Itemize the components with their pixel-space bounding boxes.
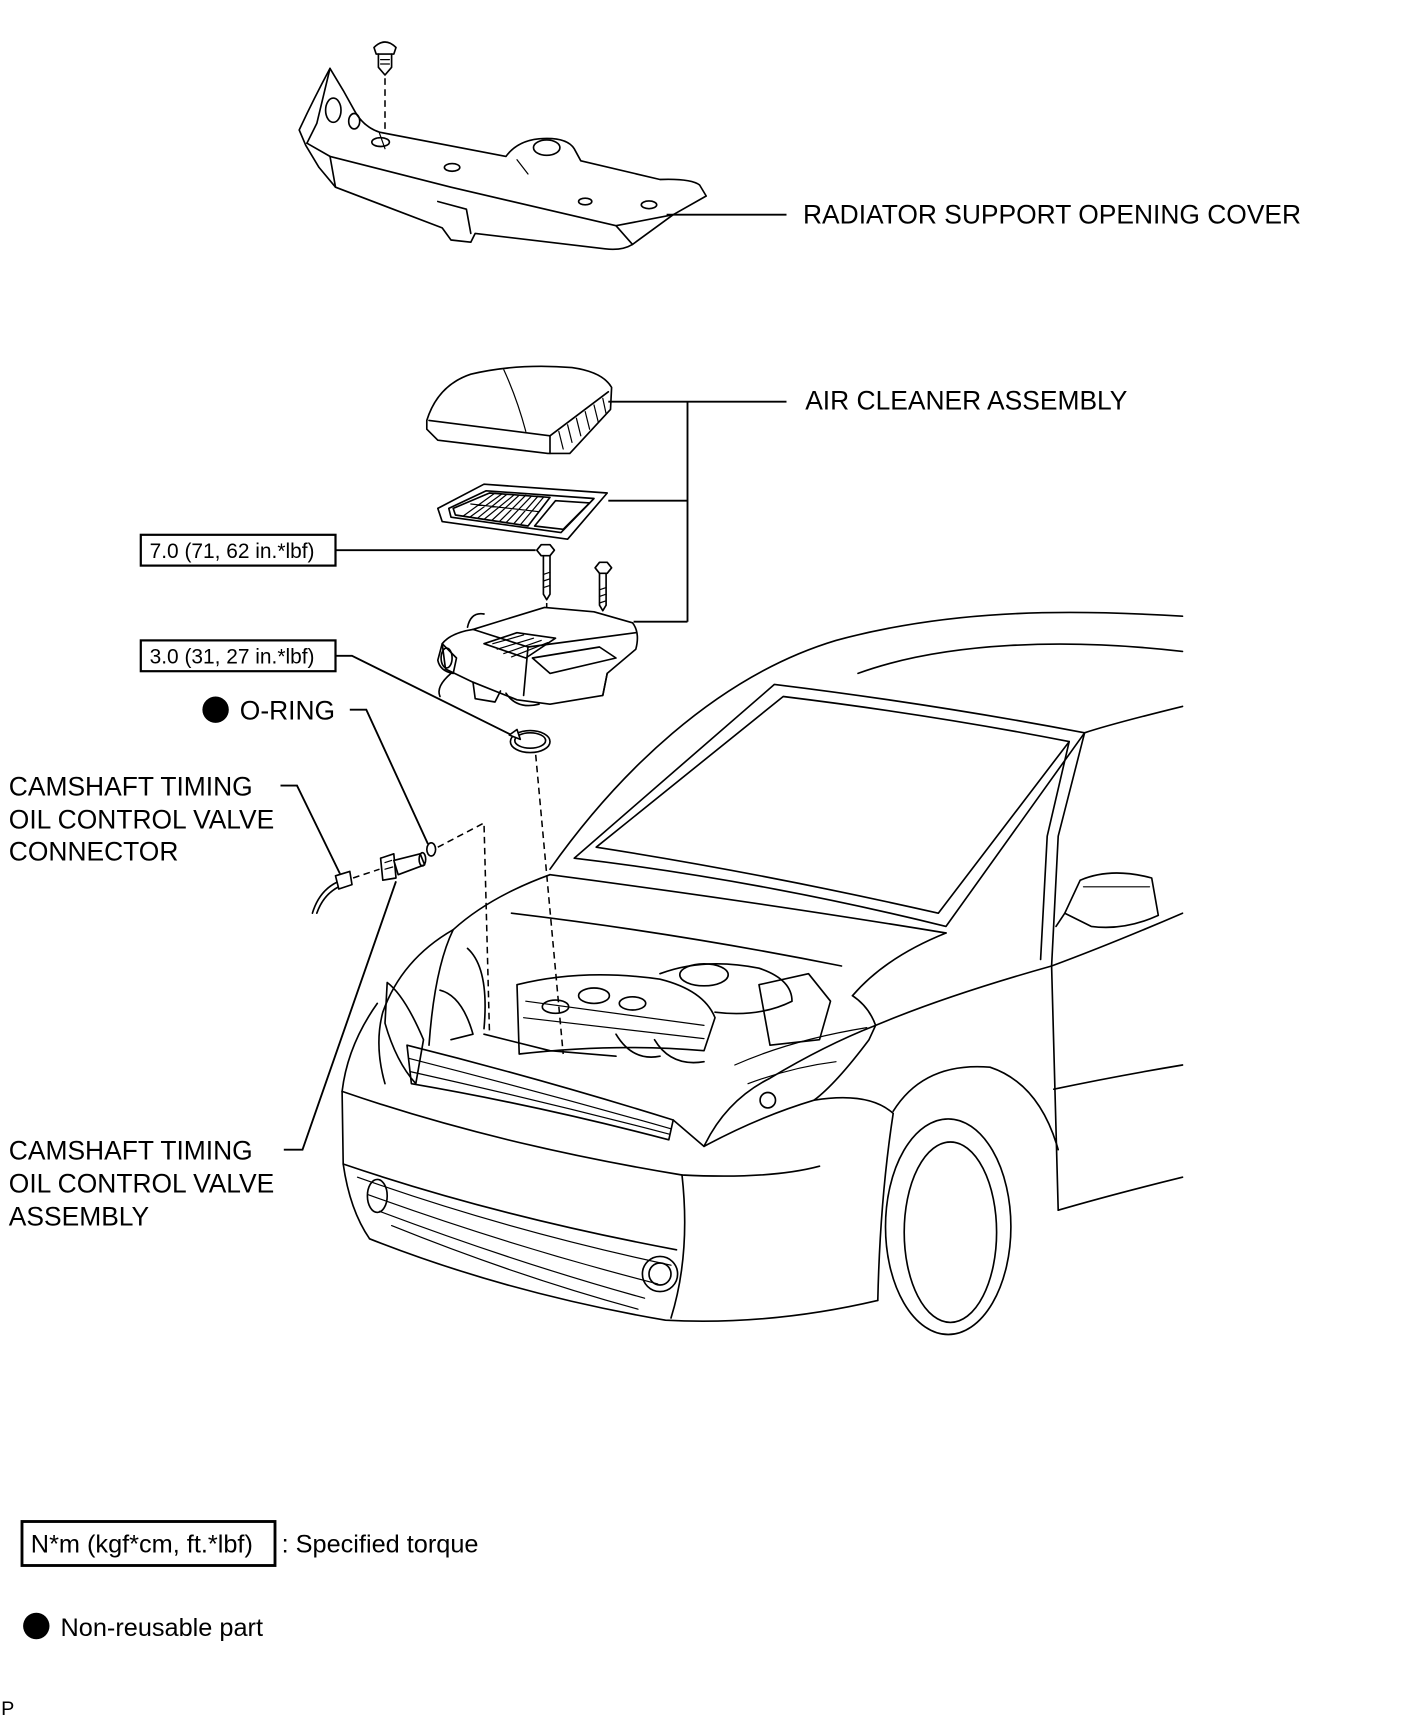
connector-install-line <box>352 868 380 879</box>
air-cleaner-bracket-lines <box>608 400 787 623</box>
hose-clamp <box>508 728 551 754</box>
legend-torque-box <box>20 1520 277 1567</box>
o-ring-leader-line <box>349 708 429 845</box>
torque-clamp-leader-line <box>335 654 515 737</box>
air-cleaner-case <box>436 606 639 707</box>
vehicle-outline <box>341 611 1184 1336</box>
legend-non-reusable-mark-icon <box>23 1612 50 1640</box>
valve-assembly-label-line-3: ASSEMBLY <box>9 1202 150 1232</box>
clip-fastener <box>373 41 397 76</box>
non-reusable-mark-icon <box>202 696 229 723</box>
radiator-support-opening-cover <box>298 67 708 251</box>
legend-non-reusable-meaning: Non-reusable part <box>60 1614 263 1642</box>
air-filter-element <box>436 483 609 541</box>
legend-torque-meaning: : Specified torque <box>282 1530 479 1558</box>
valve-connector-label-line-3: CONNECTOR <box>9 836 179 866</box>
torque-value-hose-clamp: 3.0 (31, 27 in.*lbf) <box>150 646 315 669</box>
valve-assembly-label-line-2: OIL CONTROL VALVE <box>9 1169 274 1199</box>
air-cleaner-bolt <box>535 543 556 601</box>
air-cleaner-label: AIR CLEANER ASSEMBLY <box>805 385 1128 415</box>
oil-control-valve <box>379 851 427 882</box>
clamp-install-line <box>534 754 564 1055</box>
valve-connector <box>311 870 353 915</box>
valve-assembly-leader-line <box>283 880 397 1151</box>
valve-connector-leader-line <box>280 784 341 875</box>
valve-connector-label-line-2: OIL CONTROL VALVE <box>9 804 274 834</box>
legend-torque-unit: N*m (kgf*cm, ft.*lbf) <box>31 1530 253 1558</box>
corner-mark: P <box>1 1698 14 1720</box>
valve-install-line <box>437 821 491 1035</box>
valve-assembly-label-line-1: CAMSHAFT TIMING <box>9 1136 253 1166</box>
air-cleaner-bolt <box>594 561 613 612</box>
o-ring <box>425 841 437 857</box>
radiator-cover-label: RADIATOR SUPPORT OPENING COVER <box>803 199 1301 229</box>
torque-value-air-cleaner-bolt: 7.0 (71, 62 in.*lbf) <box>150 540 315 563</box>
air-cleaner-cap <box>425 365 613 455</box>
valve-connector-label-line-1: CAMSHAFT TIMING <box>9 771 253 801</box>
o-ring-label: O-RING <box>240 696 335 726</box>
